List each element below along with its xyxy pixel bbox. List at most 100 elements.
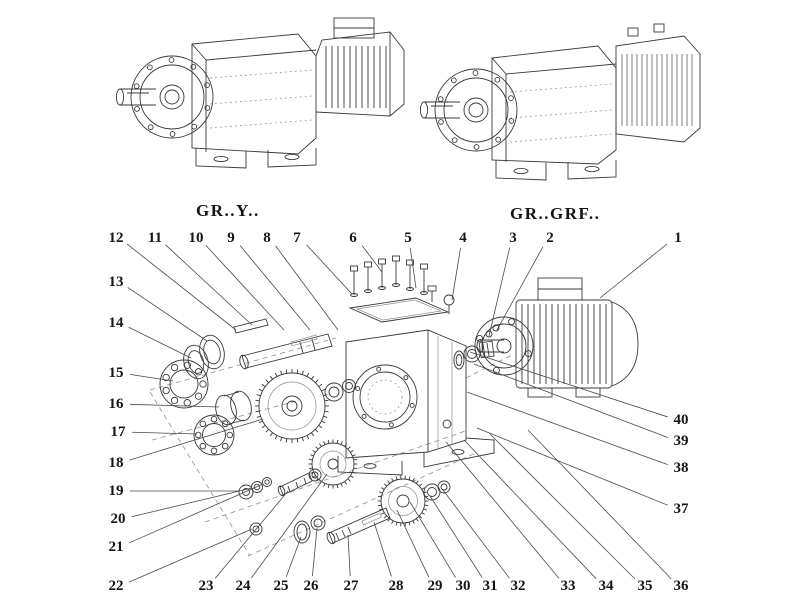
retaining-rings-upper [324, 379, 356, 402]
bearing-balls [194, 415, 234, 455]
callout-leader-lines [126, 243, 672, 583]
gear-output-large [255, 369, 329, 443]
callout-number-33: 33 [561, 578, 576, 594]
flange-bolt-circle [133, 57, 211, 137]
leader-line-33 [445, 441, 560, 579]
leader-line-2 [496, 246, 544, 331]
leader-line-5 [409, 247, 417, 289]
callout-number-25: 25 [274, 578, 289, 594]
gear-teeth [377, 475, 429, 527]
leader-line-36 [527, 429, 672, 580]
flange-bolt-circle [437, 70, 515, 150]
bearing-balls [162, 361, 207, 407]
callout-number-32: 32 [511, 578, 526, 594]
callout-number-10: 10 [189, 230, 204, 246]
leader-line-3 [488, 247, 511, 337]
leader-line-24 [251, 473, 328, 579]
callout-number-27: 27 [344, 578, 360, 594]
figure-label-gr-y: GR..Y.. [196, 201, 260, 220]
leader-line-31 [429, 495, 483, 578]
leader-line-28 [373, 521, 392, 577]
leader-line-40 [469, 351, 668, 418]
motor-fins [325, 46, 387, 108]
callout-number-18: 18 [109, 455, 124, 471]
spacer-sleeve [215, 390, 252, 426]
callout-number-2: 2 [546, 230, 554, 246]
leader-line-11 [165, 244, 253, 326]
callout-number-9: 9 [227, 230, 235, 246]
callout-number-15: 15 [109, 365, 124, 381]
callout-number-14: 14 [109, 315, 125, 331]
callout-number-34: 34 [599, 578, 615, 594]
callout-number-31: 31 [483, 578, 498, 594]
leader-line-13 [127, 287, 208, 342]
leader-line-32 [442, 489, 510, 579]
leader-line-9 [239, 245, 311, 331]
leader-line-38 [466, 391, 668, 466]
second-stage-assembly [293, 475, 451, 545]
intermediate-assembly [238, 439, 358, 536]
leader-line-6 [361, 245, 383, 273]
leader-line-25 [285, 536, 302, 577]
gear-teeth [308, 439, 358, 489]
callout-number-28: 28 [389, 578, 404, 594]
callout-number-13: 13 [109, 274, 124, 290]
leader-line-17 [131, 431, 198, 435]
oil-seals [183, 334, 225, 380]
callout-number-4: 4 [459, 230, 467, 246]
callout-number-19: 19 [109, 483, 124, 499]
leader-line-39 [473, 363, 669, 438]
callout-number-7: 7 [293, 230, 301, 246]
bearing-large [159, 359, 209, 409]
callout-number-37: 37 [674, 501, 690, 517]
callout-number-35: 35 [638, 578, 653, 594]
callout-number-12: 12 [109, 230, 124, 246]
bore-bolt-circle [355, 366, 415, 428]
gear-housing [337, 329, 495, 476]
callout-number-8: 8 [263, 230, 271, 246]
figure-label-gr-grf: GR..GRF.. [510, 204, 601, 223]
motor-assembly [474, 277, 639, 398]
callout-number-36: 36 [674, 578, 690, 594]
stage2-shaft [328, 507, 391, 544]
leader-line-21 [128, 483, 264, 544]
output-shaft [233, 318, 333, 370]
bearing-small [193, 414, 235, 456]
figure-gr-grf-drawing [419, 23, 701, 181]
leader-line-10 [205, 244, 285, 331]
leader-line-16 [129, 403, 220, 408]
leader-line-14 [128, 326, 192, 359]
leader-line-26 [312, 527, 318, 577]
callout-number-20: 20 [111, 511, 126, 527]
motor-flange-bolts [476, 318, 532, 374]
leader-line-12 [126, 243, 237, 331]
leader-line-29 [396, 509, 430, 578]
leader-line-34 [463, 439, 597, 580]
callout-number-30: 30 [456, 578, 471, 594]
callout-number-16: 16 [109, 396, 125, 412]
callout-number-6: 6 [349, 230, 357, 246]
leader-line-27 [347, 534, 351, 577]
leader-line-18 [129, 418, 264, 461]
callout-number-5: 5 [404, 230, 412, 246]
callout-number-21: 21 [109, 539, 124, 555]
callout-number-38: 38 [674, 460, 689, 476]
leader-line-7 [306, 244, 353, 295]
pinion-shaft [279, 472, 313, 496]
callout-number-23: 23 [199, 578, 214, 594]
leader-line-15 [129, 373, 174, 382]
leader-line-37 [476, 427, 669, 506]
leader-line-20 [131, 487, 253, 518]
leader-line-1 [599, 243, 668, 299]
callout-number-40: 40 [674, 412, 689, 428]
gear-teeth [255, 369, 329, 443]
leader-line-23 [214, 490, 289, 579]
callout-number-39: 39 [674, 433, 689, 449]
callout-number-3: 3 [509, 230, 517, 246]
callout-number-22: 22 [109, 578, 124, 594]
brake-cover-fins [621, 54, 693, 126]
figure-gr-y-drawing [115, 17, 405, 169]
shaft-key [233, 318, 269, 334]
